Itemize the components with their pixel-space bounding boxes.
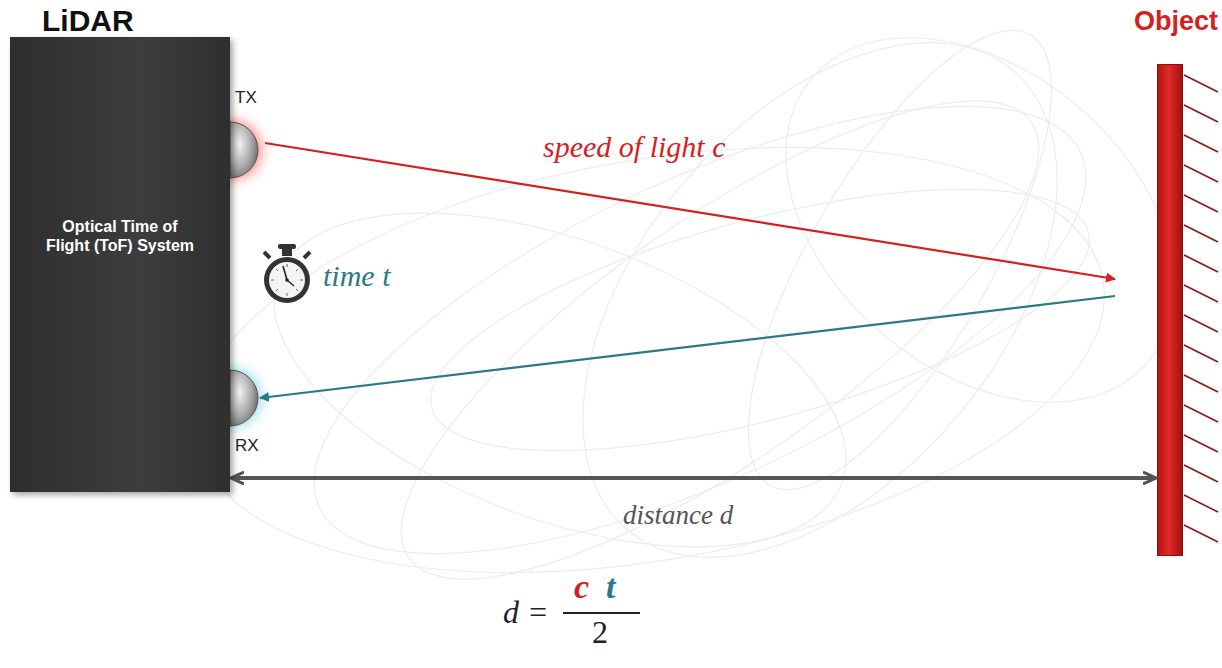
formula-term: d = — [503, 594, 549, 631]
target-object: Object — [1110, 6, 1222, 558]
formula-term: t — [606, 568, 615, 606]
formula-term: 2 — [592, 614, 608, 651]
port-label: RX — [235, 436, 259, 456]
port-label: TX — [235, 88, 257, 108]
unit-heading: LiDAR — [42, 4, 134, 38]
emitted-ray — [265, 143, 1115, 279]
stopwatch-icon — [264, 244, 310, 303]
edge-label: speed of light c — [540, 130, 728, 164]
object-heading: Object — [1134, 6, 1218, 37]
lidar-unit: LiDAR Optical Time of Flight (ToF) System — [10, 0, 230, 495]
rx-lens — [230, 370, 258, 426]
formula-term: c — [574, 568, 589, 606]
reflected-ray — [260, 296, 1115, 398]
object-hatch — [1184, 75, 1218, 542]
edge-label: time t — [320, 259, 394, 293]
unit-description: Optical Time of Flight (ToF) System — [45, 217, 195, 255]
edge-label: distance d — [620, 500, 736, 531]
distance-dimension — [232, 476, 1155, 480]
object-surface — [1157, 64, 1183, 556]
tx-lens — [230, 122, 258, 178]
unit-housing: Optical Time of Flight (ToF) System — [10, 37, 230, 492]
fraction-bar — [563, 612, 640, 614]
